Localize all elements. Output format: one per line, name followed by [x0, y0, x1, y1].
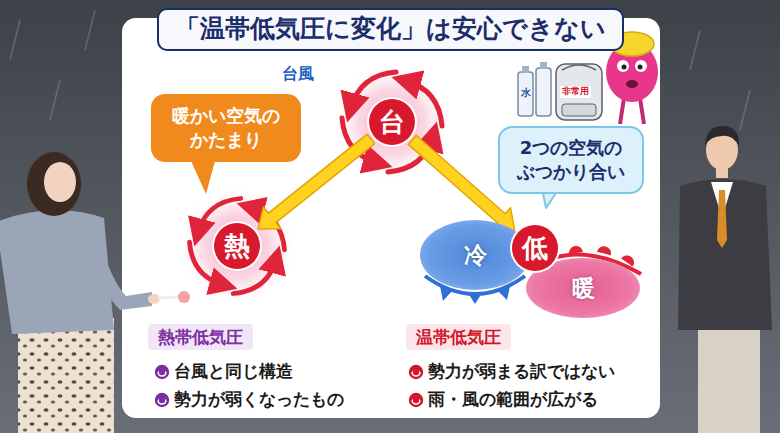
warm-front-part — [570, 247, 582, 254]
presenter-right-part — [705, 126, 739, 146]
water-bottles-part — [540, 62, 547, 69]
presenter-right — [678, 126, 772, 433]
warm-front-part — [622, 256, 633, 266]
rain — [10, 10, 750, 420]
presenter-left-part — [44, 162, 76, 202]
title-banner: 「温帯低気圧に変化」は安心できない — [157, 8, 624, 51]
typhoon-label: 台風 — [276, 64, 320, 85]
presenter-left-part — [27, 152, 81, 216]
bullet-icons-part-part — [156, 394, 168, 406]
bullet-icons-part-part — [160, 398, 164, 402]
main-panel — [122, 18, 660, 418]
bullet-icons-part — [410, 366, 422, 378]
heading-band: 温帯低気圧 — [406, 324, 511, 350]
bullet-icons-part-part — [410, 394, 422, 406]
bullet-text: 台風と同じ構造 — [174, 360, 293, 382]
presenter-left-part — [88, 232, 152, 310]
mascot-part — [626, 80, 638, 88]
node-text: 熱帯低気圧 — [158, 326, 243, 348]
mascot-part — [640, 98, 644, 124]
emergency-backpack — [556, 64, 602, 120]
bullet-icons-part-part — [414, 370, 418, 374]
mascot-part — [617, 60, 629, 72]
presenter-left-part — [18, 318, 114, 433]
rain-part — [50, 80, 60, 120]
water-bottles-part — [536, 68, 551, 116]
node-text: 台 — [379, 109, 405, 135]
presenter-left — [0, 152, 190, 433]
node-text: 温帯低気圧 — [416, 326, 501, 348]
node-text: 熱 — [224, 233, 250, 259]
bullet-icons-part-part — [414, 398, 418, 402]
warm-front-part — [598, 247, 610, 255]
presenter-left-part — [178, 291, 190, 303]
bullet-icons-part-part — [156, 366, 168, 378]
low-circle: 低 — [512, 225, 558, 271]
cold-front-part — [440, 286, 452, 301]
node-text: 冷 — [464, 244, 487, 267]
node-text: 低 — [522, 235, 548, 261]
emergency-backpack-part — [562, 65, 596, 70]
mascot-part — [635, 60, 647, 72]
bullet-icons-part — [410, 394, 422, 406]
bullet-text: 勢力が弱くなったもの — [174, 388, 344, 410]
rain-part — [10, 20, 20, 60]
water-bottles-part — [518, 72, 533, 116]
presenter-right-part — [717, 190, 727, 248]
presenter-right-part — [678, 179, 772, 330]
water-bottles — [518, 62, 551, 116]
cold-front-part — [498, 286, 510, 300]
bullet-icons-part-part — [410, 366, 422, 378]
bullet-icons-part-part — [160, 370, 164, 374]
backpack-label: 非常用 — [560, 86, 591, 98]
cold-front-part — [468, 293, 482, 304]
emergency-backpack-part — [562, 104, 596, 116]
rain-part — [740, 90, 750, 130]
emergency-backpack-part — [556, 64, 602, 120]
tropical-circle: 熱 — [214, 223, 260, 269]
node-text: 暖 — [572, 277, 595, 300]
typhoon-circle: 台 — [369, 99, 415, 145]
bottle-label: 水 — [520, 86, 532, 99]
heading-band: 熱帯低気圧 — [148, 324, 253, 350]
water-bottles-part — [522, 66, 529, 73]
node-text: 暖かい空気のかたまり — [165, 104, 287, 153]
bullet-text: 雨・風の範囲が広がる — [428, 388, 598, 410]
callout-box: 2つの空気のぶつかり合い — [498, 126, 644, 195]
bullet-icons-part — [156, 394, 168, 406]
bullet-icons-part — [156, 366, 168, 378]
bullet-text: 勢力が弱まる訳ではない — [428, 360, 615, 382]
mascot-part — [638, 65, 643, 70]
mascot-part — [620, 98, 624, 124]
rain-part — [85, 10, 95, 50]
rain-part — [690, 30, 700, 70]
callout-box: 暖かい空気のかたまり — [151, 94, 301, 163]
presenter-right-part — [698, 322, 760, 433]
presenter-left-part — [158, 297, 180, 298]
mascot-part — [622, 65, 627, 70]
node-text: 2つの空気のぶつかり合い — [512, 136, 630, 185]
